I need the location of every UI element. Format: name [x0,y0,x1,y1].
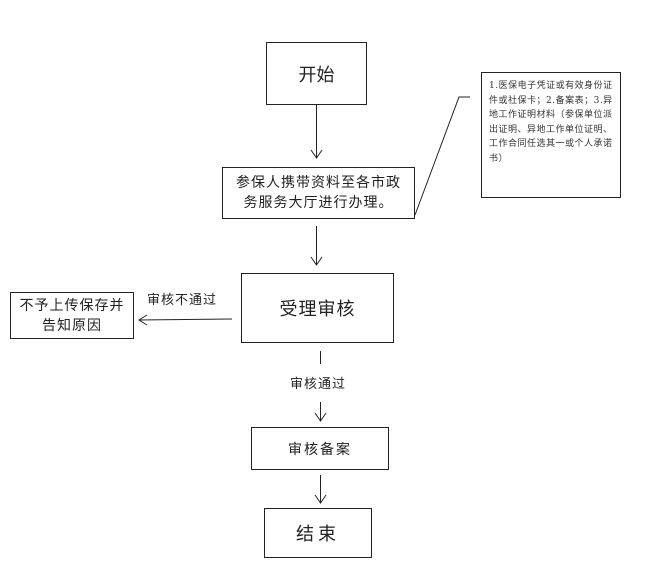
arrowhead-label-to-file [314,412,327,422]
node-review: 受理审核 [241,273,394,343]
node-reject: 不予上传保存并告知原因 [10,292,134,339]
arrowhead-start-to-carry [310,149,323,159]
node-review-label: 受理审核 [279,299,356,320]
node-end-label: 结束 [296,524,340,545]
arrowhead-review-to-reject [138,314,148,326]
node-start: 开始 [266,42,367,105]
arrowhead-file-to-end [314,494,327,504]
node-file-record-label: 审核备案 [288,441,352,458]
node-end: 结束 [264,508,372,558]
node-start-label: 开始 [298,64,335,86]
node-file-record: 审核备案 [251,427,389,470]
materials-note: 1.医保电子凭证或有效身份证件或社保卡；2.备案表；3.异地工作证明材料（参保单… [481,72,621,198]
node-reject-label: 不予上传保存并告知原因 [19,297,125,334]
callout-line [414,96,470,216]
arrowhead-carry-to-review [310,256,323,266]
node-carry-materials-label: 参保人携带资料至各市政务服务大厅进行办理。 [236,175,401,211]
edge-label-pass: 审核通过 [290,377,347,392]
arrow-review-to-reject [138,318,233,321]
edge-label-fail: 审核不通过 [147,293,218,308]
node-carry-materials: 参保人携带资料至各市政务服务大厅进行办理。 [222,167,415,219]
